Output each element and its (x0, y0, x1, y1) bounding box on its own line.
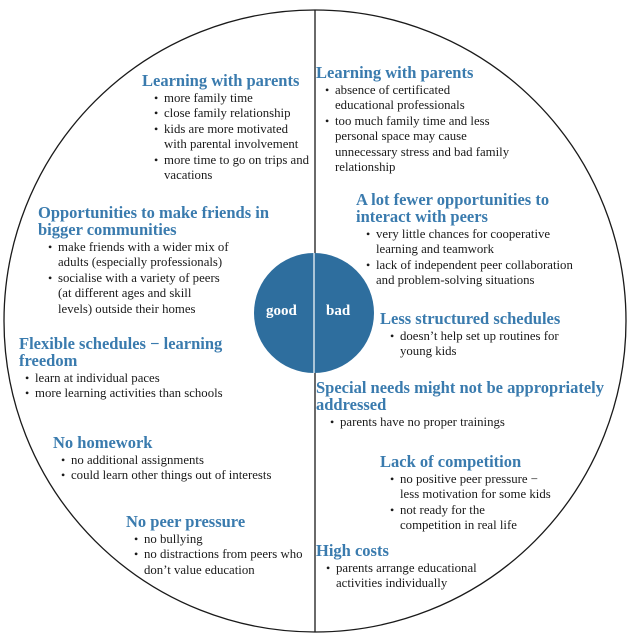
bad-less-structured-schedules: Less structured schedules doesn’t help s… (380, 310, 560, 360)
good-no-homework: No homework no additional assignments co… (53, 434, 271, 484)
bad-heading: A lot fewer opportunities to interact wi… (356, 190, 550, 226)
bad-fewer-opportunities-peers: A lot fewer opportunities to interact wi… (356, 191, 573, 289)
bullet-item: parents arrange educational activities i… (326, 561, 477, 592)
good-heading: Learning with parents (142, 71, 300, 90)
bullet-item: learn at individual paces (25, 371, 223, 387)
bullet-item: doesn’t help set up routines for young k… (390, 329, 560, 360)
bad-heading: High costs (316, 541, 389, 560)
bullet-item: too much family time and less personal s… (325, 114, 509, 176)
good-heading: Flexible schedules − learning freedom (19, 334, 223, 370)
bullet-item: no additional assignments (61, 453, 271, 469)
bullet-item: close family relationship (154, 106, 309, 122)
bullet-item: socialise with a variety of peers (at di… (48, 271, 269, 317)
bullet-item: could learn other things out of interest… (61, 468, 271, 484)
bad-heading: Learning with parents (316, 63, 474, 82)
bad-heading: Special needs might not be appropriately… (316, 378, 605, 414)
bad-high-costs: High costs parents arrange educational a… (316, 542, 477, 592)
bullet-item: more learning activities than schools (25, 386, 223, 402)
bullet-item: not ready for the competition in real li… (390, 503, 551, 534)
bullet-item: absence of certificated educational prof… (325, 83, 509, 114)
bullet-item: parents have no proper trainings (330, 415, 604, 431)
good-heading: No homework (53, 433, 153, 452)
bad-lack-of-competition: Lack of competition no positive peer pre… (380, 453, 551, 534)
bad-special-needs: Special needs might not be appropriately… (316, 378, 605, 431)
bullet-item: no bullying (134, 532, 303, 548)
good-flexible-schedules: Flexible schedules − learning freedom le… (19, 335, 223, 402)
bullet-item: very little chances for cooperative lear… (366, 227, 573, 258)
good-opportunities-friends: Opportunities to make friends in bigger … (38, 204, 269, 317)
bullet-item: more family time (154, 91, 309, 107)
bullet-item: lack of independent peer collaboration a… (366, 258, 573, 289)
good-heading: No peer pressure (126, 512, 246, 531)
bad-heading: Lack of competition (380, 452, 522, 471)
good-learning-with-parents: Learning with parents more family time c… (142, 72, 309, 183)
bad-heading: Less structured schedules (380, 309, 561, 328)
bullet-item: make friends with a wider mix of adults … (48, 240, 269, 271)
bullet-item: no distractions from peers who don’t val… (134, 547, 303, 578)
bullet-item: kids are more motivated with parental in… (154, 122, 309, 153)
bad-learning-with-parents: Learning with parents absence of certifi… (316, 64, 509, 175)
bullet-item: more time to go on trips and vacations (154, 153, 309, 184)
good-heading: Opportunities to make friends in bigger … (38, 203, 270, 239)
good-no-peer-pressure: No peer pressure no bullying no distract… (126, 513, 303, 578)
good-label: good (266, 303, 297, 319)
bullet-item: no positive peer pressure − less motivat… (390, 472, 551, 503)
bad-label: bad (326, 303, 351, 319)
